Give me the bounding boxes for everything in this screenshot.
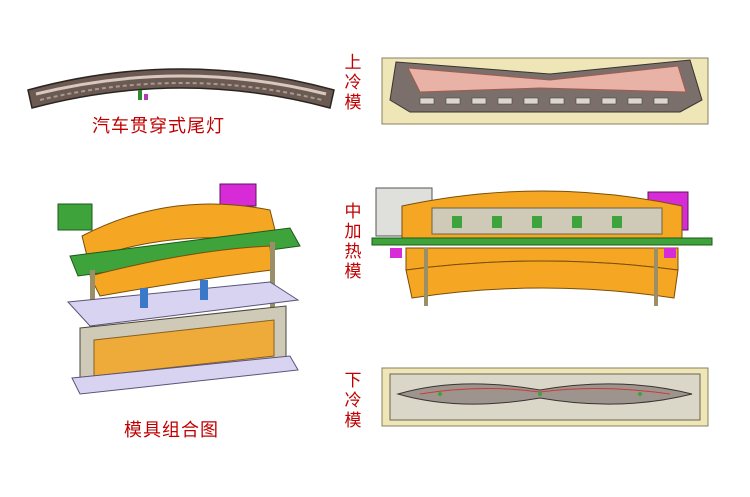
mold-assembly-image	[57, 183, 301, 395]
lower-cold-mold-image	[381, 367, 709, 427]
middle-heating-mold-label: 中 加 热 模	[342, 202, 364, 282]
tail-lamp-caption: 汽车贯穿式尾灯	[92, 116, 225, 137]
upper-cold-mold-label-char: 上	[344, 53, 362, 73]
mold-assembly-caption: 模具组合图	[124, 420, 219, 441]
upper-cold-mold-label: 上 冷 模	[342, 53, 364, 113]
middle-heating-mold-label-char: 加	[344, 222, 362, 242]
upper-cold-mold-image	[381, 57, 709, 125]
upper-cold-mold-label-char: 冷	[344, 73, 362, 93]
middle-heating-mold-label-char: 热	[344, 242, 362, 262]
upper-cold-mold-label-char: 模	[344, 93, 362, 113]
lower-cold-mold-label: 下 冷 模	[342, 371, 364, 431]
middle-heating-mold-label-char: 模	[344, 262, 362, 282]
lower-cold-mold-label-char: 模	[344, 411, 362, 431]
middle-heating-mold-label-char: 中	[344, 202, 362, 222]
tail-lamp-image	[27, 68, 335, 109]
lower-cold-mold-label-char: 下	[344, 371, 362, 391]
lower-cold-mold-label-char: 冷	[344, 391, 362, 411]
middle-heating-mold-image	[371, 187, 713, 306]
